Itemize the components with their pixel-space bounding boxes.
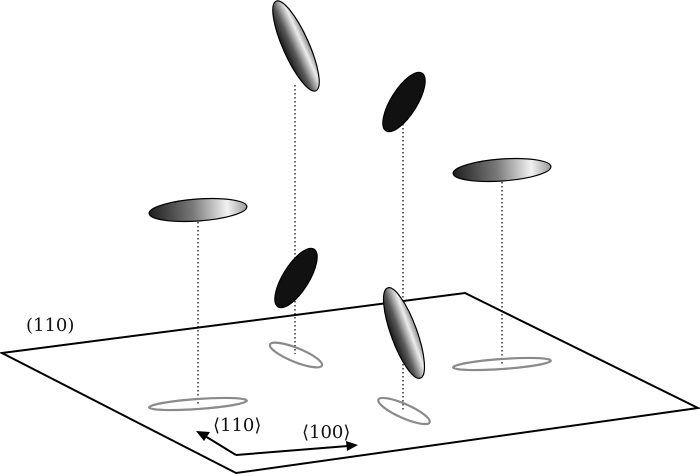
ellipsoid-dark-lower [274,247,318,309]
plane-110 [0,291,700,475]
arrow-100-shaft [235,445,349,456]
ellipsoid-left-horizontal [148,197,248,223]
plane-label: (110) [26,315,74,336]
shadow-ellipse-1 [148,396,248,412]
projection-lines [197,85,503,410]
shadows [148,341,552,426]
ellipsoid-dark-upper [382,71,426,133]
shadow-ellipse-2 [268,341,324,369]
ellipsoid-top-tilted [272,0,320,92]
ellipsoid-lower-tilted [382,287,426,379]
arrow-110-shaft [204,435,237,456]
shadow-ellipse-3 [377,396,431,426]
direction-arrows [196,431,358,456]
direction-100-label: ⟨100⟩ [302,422,350,443]
ellipsoids [148,0,552,379]
ellipsoid-right-horizontal [452,157,552,183]
arrow-110-head [196,431,210,441]
arrow-100-head [346,441,358,451]
shadow-ellipse-4 [452,356,552,372]
direction-110-label: ⟨110⟩ [213,415,261,436]
